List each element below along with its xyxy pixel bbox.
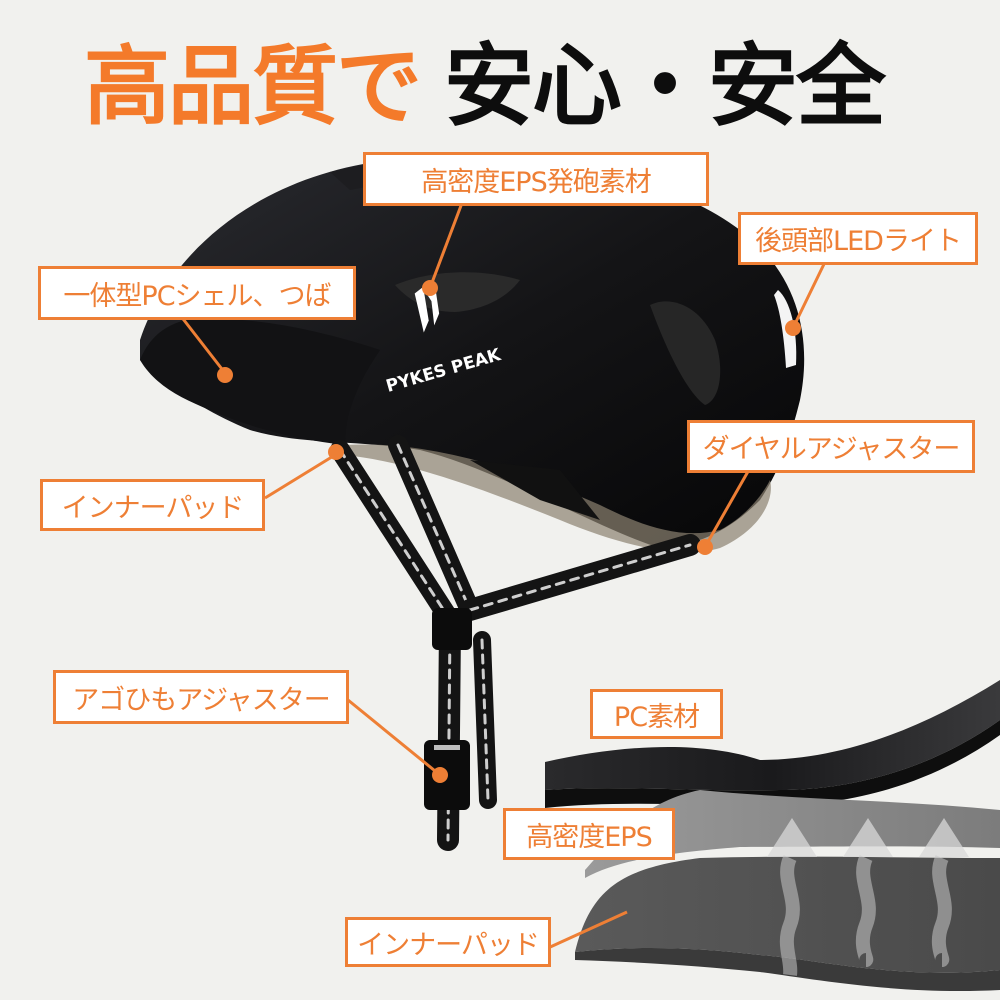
callout-eps-foam-text: 高密度EPS発砲素材 [421, 166, 651, 198]
layer-label-pc: PC素材 [590, 689, 723, 739]
callout-inner-pad-text: インナーパッド [61, 492, 245, 524]
layer-label-eps-text: 高密度EPS [526, 821, 652, 853]
callout-pc-shell-text: 一体型PCシェル、つば [63, 280, 331, 312]
callout-pc-shell: 一体型PCシェル、つば [38, 266, 356, 320]
callout-inner-pad: インナーパッド [40, 479, 265, 531]
layer-label-pad-text: インナーパッド [357, 929, 540, 961]
callout-dial-adjuster: ダイヤルアジャスター [687, 420, 975, 473]
helmet-shell [140, 154, 805, 553]
layer-label-pc-text: PC素材 [613, 701, 700, 733]
callout-chin-adjuster: アゴひもアジャスター [53, 670, 349, 724]
strap-slider [432, 608, 472, 650]
airflow-arrows [767, 818, 969, 857]
callout-rear-led: 後頭部LEDライト [738, 212, 978, 265]
layer-label-pad: インナーパッド [345, 917, 551, 967]
callout-dots [217, 280, 801, 783]
callout-eps-foam: 高密度EPS発砲素材 [363, 152, 709, 206]
headline: 高品質で 安心・安全 [84, 18, 886, 139]
headline-safety: 安心・安全 [444, 33, 886, 139]
layer-label-eps: 高密度EPS [503, 808, 675, 860]
callout-chin-adjuster-text: アゴひもアジャスター [72, 684, 331, 716]
callout-dial-adjuster-text: ダイヤルアジャスター [702, 434, 961, 465]
callout-rear-led-text: 後頭部LEDライト [755, 226, 962, 257]
layer-diagram [545, 680, 1000, 991]
chin-straps [330, 435, 701, 851]
leader-lines [178, 194, 827, 950]
headline-high-quality: 高品質で [84, 36, 422, 137]
